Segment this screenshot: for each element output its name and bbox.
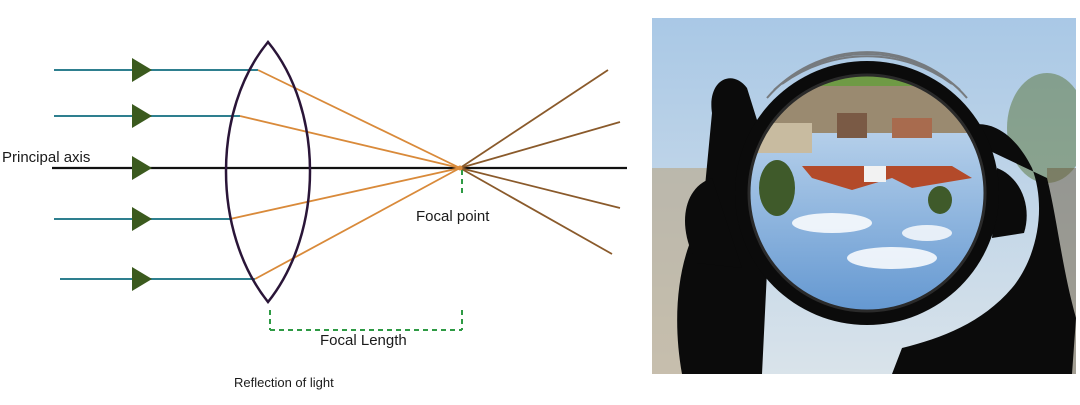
refracted-ray-1 [257,69,461,169]
refracted-ray-5 [254,167,461,280]
diverging-rays [459,69,621,255]
arrow-head-2 [132,104,152,128]
arrow-head-1 [132,58,152,82]
diagram-caption: Reflection of light [234,375,334,390]
lens-photo-illustration [652,18,1076,374]
convex-lens [224,40,312,305]
focal-length-label: Focal Length [320,332,407,349]
arrow-head-4 [132,207,152,231]
lens-ring-highlights [766,51,968,99]
incident-rays [54,69,258,280]
refracted-rays [229,69,461,280]
diverging-ray-3 [459,167,621,209]
focal-length-guide [269,170,463,331]
refracted-ray-2 [239,115,461,169]
convex-lens-diagram [52,40,627,331]
diverging-ray-4 [459,167,613,255]
focal-point-label: Focal point [416,208,490,225]
arrow-head-5 [132,267,152,291]
lens-photo [652,18,1076,374]
inverted-roof [802,166,972,190]
focal-point-dot [457,165,463,171]
diverging-ray-1 [459,69,609,169]
refracted-ray-4 [229,167,461,220]
ray-arrows [132,58,152,291]
principal-axis-label: Principal axis [2,149,91,166]
diverging-ray-2 [459,121,621,169]
arrow-head-3 [132,156,152,180]
